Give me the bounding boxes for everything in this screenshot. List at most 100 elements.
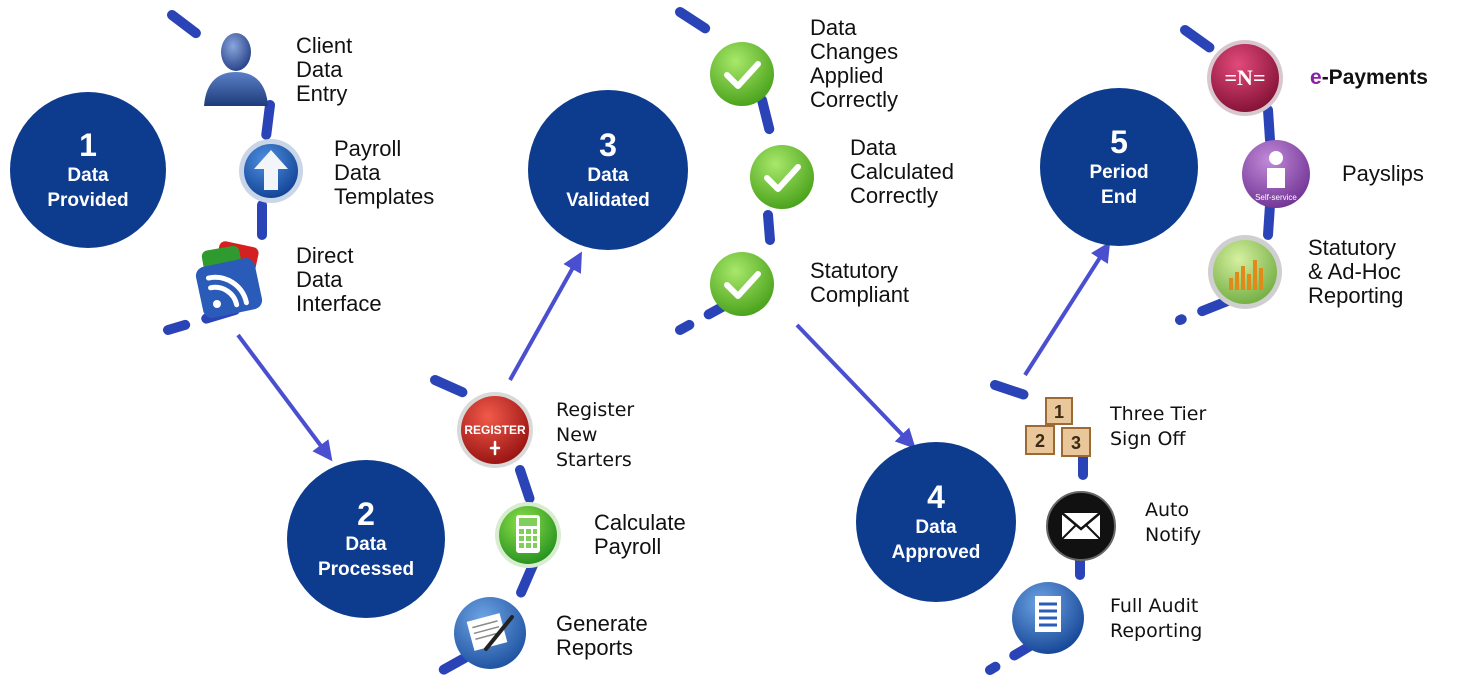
rss-feed-icon (195, 241, 263, 318)
stage-2-circle: 2 Data Processed (287, 460, 445, 618)
data-calculated-correctly-label: Data Calculated Correctly (850, 136, 954, 208)
stage-3-title-line-2: Validated (566, 190, 650, 211)
statutory-adhoc-line-1: Statutory (1308, 235, 1397, 260)
stage-4-title-line-1: Data (915, 517, 957, 538)
calculator-icon (495, 502, 561, 568)
connector-group-2 (420, 375, 538, 685)
checkmark-icon (750, 145, 814, 209)
data-changes-applied-line-4: Correctly (810, 87, 899, 112)
register-icon-text: REGISTER (464, 423, 526, 437)
generate-reports-label: Generate Reports (556, 612, 648, 660)
data-calculated-line-1: Data (850, 135, 897, 160)
data-changes-applied-line-2: Changes (810, 39, 899, 64)
flow-arrows (236, 241, 1111, 462)
arrow-1-to-2 (236, 333, 333, 462)
tier-digit-1: 1 (1054, 402, 1064, 422)
connector-group-1 (163, 10, 275, 335)
direct-data-interface-label: Direct Data Interface (296, 244, 382, 316)
three-tier-sign-off-line-1: Three Tier (1110, 403, 1207, 425)
payslips-line-1: Payslips (1342, 161, 1424, 186)
self-service-icon-text: Self-service (1255, 193, 1297, 202)
direct-data-interface-line-1: Direct (296, 243, 354, 268)
stage-2-title-line-1: Data (345, 534, 387, 555)
payroll-data-templates-line-3: Templates (334, 184, 435, 209)
payslips-label: Payslips (1342, 162, 1424, 186)
client-data-entry-line-2: Data (296, 57, 343, 82)
e-payments-prefix: e (1310, 66, 1322, 89)
e-payments-rest: -Payments (1321, 66, 1428, 89)
upload-arrow-icon (239, 139, 303, 203)
dashed-connector-lines (163, 7, 1275, 685)
statutory-adhoc-line-3: Reporting (1308, 283, 1404, 308)
data-changes-applied-line-1: Data (810, 15, 857, 40)
auto-notify-label: Auto Notify (1145, 498, 1201, 548)
stage-3-circle: 3 Data Validated (528, 90, 688, 250)
stage-4-number: 4 (927, 479, 945, 515)
connector-group-5 (1175, 25, 1275, 325)
register-new-starters-label: Register New Starters (556, 398, 634, 473)
document-pen-icon (454, 597, 526, 669)
stage-1-title-line-1: Data (67, 165, 109, 186)
statutory-compliant-label: Statutory Compliant (810, 259, 909, 307)
register-new-starters-line-1: Register (556, 399, 635, 421)
stage-4-title-line-2: Approved (891, 542, 981, 563)
register-new-starters-line-3: Starters (556, 449, 632, 471)
checkmark-icon (710, 252, 774, 316)
data-calculated-line-2: Calculated (850, 159, 954, 184)
tier-digit-2: 2 (1035, 431, 1045, 451)
data-calculated-line-3: Correctly (850, 183, 939, 208)
data-changes-applied-label: Data Changes Applied Correctly (810, 16, 898, 112)
tier-digit-3: 3 (1071, 433, 1081, 453)
three-tier-sign-off-line-2: Sign Off (1110, 428, 1186, 450)
statutory-adhoc-reporting-label: Statutory & Ad-Hoc Reporting (1308, 236, 1403, 308)
statutory-compliant-line-1: Statutory (810, 258, 899, 283)
calculate-payroll-line-2: Payroll (594, 534, 662, 559)
full-audit-reporting-line-1: Full Audit (1110, 595, 1199, 617)
stage-5-number: 5 (1110, 124, 1128, 160)
register-button-icon: REGISTER (457, 392, 533, 468)
tier-blocks-icon: 1 2 3 (1025, 397, 1091, 457)
payroll-data-templates-label: Payroll Data Templates (334, 137, 434, 209)
stage-1-title-line-2: Provided (47, 190, 129, 211)
stage-2-title-line-2: Processed (317, 559, 415, 580)
arrow-4-to-5 (1023, 241, 1111, 377)
naira-payment-icon: =N= (1207, 40, 1283, 116)
bar-chart-icon (1208, 235, 1282, 309)
document-list-icon (1012, 582, 1084, 654)
user-silhouette-icon (204, 33, 268, 106)
full-audit-reporting-label: Full Audit Reporting (1110, 594, 1202, 644)
connector-group-3 (675, 7, 777, 335)
direct-data-interface-line-3: Interface (296, 291, 382, 316)
payroll-data-templates-line-1: Payroll (334, 136, 402, 161)
stage-1-circle: 1 Data Provided (10, 92, 166, 248)
calculate-payroll-line-1: Calculate (594, 510, 686, 535)
stage-5-circle: 5 Period End (1040, 88, 1198, 246)
full-audit-reporting-line-2: Reporting (1110, 620, 1203, 642)
generate-reports-line-2: Reports (556, 635, 634, 660)
payroll-data-templates-line-2: Data (334, 160, 381, 185)
envelope-icon (1046, 491, 1116, 561)
arrow-3-to-4 (795, 323, 916, 449)
checkmark-icon (710, 42, 774, 106)
stage-2-number: 2 (357, 496, 375, 532)
three-tier-sign-off-label: Three Tier Sign Off (1110, 402, 1206, 452)
stage-1-number: 1 (79, 127, 97, 163)
auto-notify-line-2: Notify (1145, 524, 1202, 546)
e-payments-label: e-Payments (1310, 66, 1428, 90)
calculate-payroll-label: Calculate Payroll (594, 511, 686, 559)
stage-5-title-line-2: End (1101, 187, 1137, 208)
data-changes-applied-line-3: Applied (810, 63, 884, 88)
client-data-entry-line-3: Entry (296, 81, 348, 106)
self-service-person-icon: Self-service (1242, 140, 1310, 208)
stage-5-title-line-1: Period (1089, 162, 1149, 183)
naira-icon-text: =N= (1225, 65, 1266, 90)
stage-3-number: 3 (599, 127, 617, 163)
arrow-2-to-3 (508, 251, 582, 381)
stage-3-title-line-1: Data (587, 165, 629, 186)
auto-notify-line-1: Auto (1145, 499, 1190, 521)
generate-reports-line-1: Generate (556, 611, 648, 636)
connector-group-4 (985, 380, 1088, 675)
stage-4-circle: 4 Data Approved (856, 442, 1016, 602)
